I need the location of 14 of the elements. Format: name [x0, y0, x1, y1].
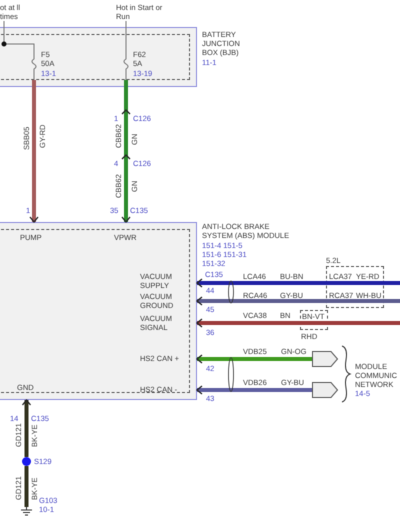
- wire: [196, 296, 400, 306]
- wire: [29, 80, 39, 223]
- connector-symbol: [312, 351, 338, 367]
- wire: [196, 354, 312, 364]
- wire: [196, 278, 400, 288]
- wire: [24, 466, 28, 507]
- wire: [22, 399, 32, 457]
- splice-dot: [22, 457, 31, 466]
- wire: [4, 20, 34, 50]
- wire: [196, 385, 312, 395]
- ground-symbol: [20, 507, 33, 515]
- wire: [122, 80, 130, 223]
- connector-symbol: [312, 382, 338, 398]
- wire: [196, 318, 400, 328]
